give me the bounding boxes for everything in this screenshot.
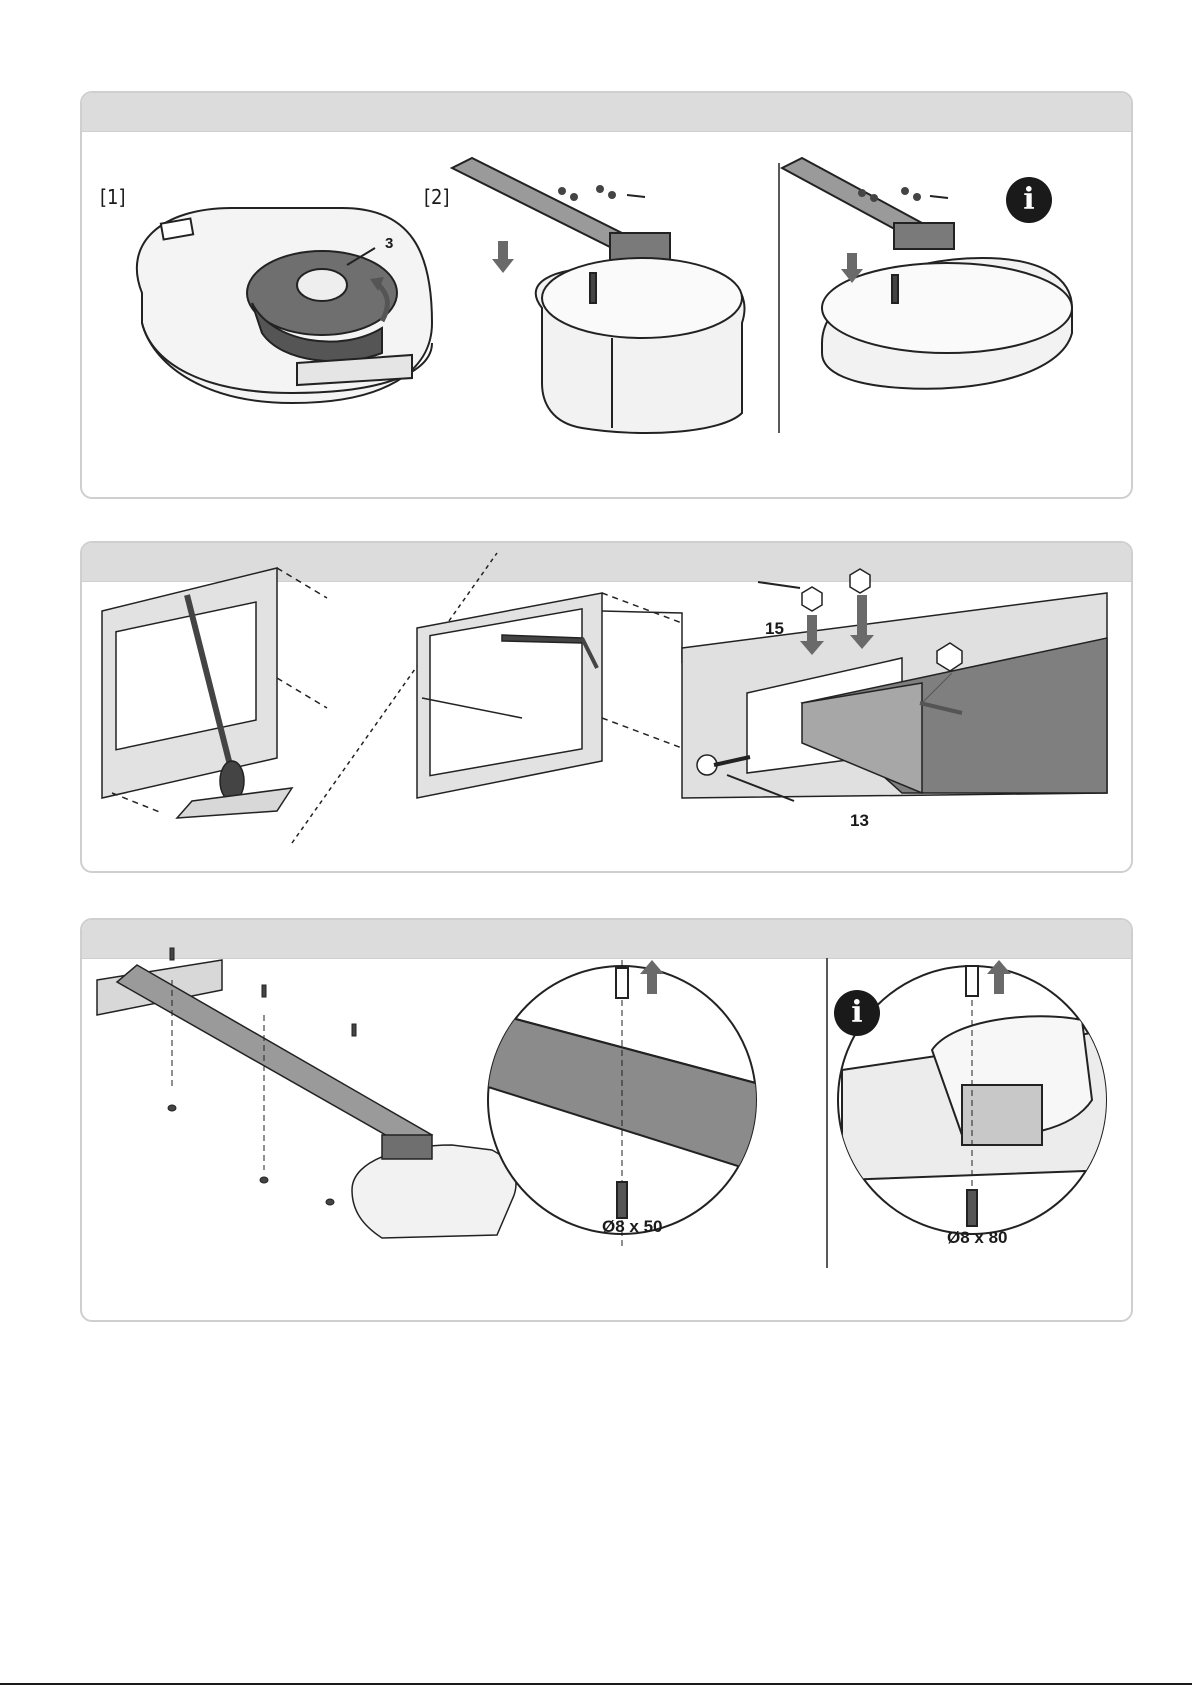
info-icon: i [834,990,880,1036]
panel-motor-rail-assembly: [1] [2] 3 i [80,91,1133,499]
door-bracket-illustration [82,543,1133,873]
motor-rail-illustration [82,93,1133,499]
info-icon: i [1006,177,1052,223]
screw-size-label-1: Ø8 x 50 [602,1217,663,1237]
screw-pointer-b [930,196,948,198]
garage-door-figure-b [417,593,682,798]
down-arrow-a [498,241,508,259]
panel-ceiling-fixing: i Ø8 x 50 Ø8 x 80 [80,918,1133,1322]
leader-15 [758,582,800,588]
arrow-down-1 [807,615,817,641]
callout-15: 15 [765,619,784,639]
arrow-up-1 [647,972,657,994]
step-label-2: [2] [424,185,450,209]
panel-door-and-bracket: 15 13 [80,541,1133,873]
callout-13: 13 [850,811,869,831]
detail-circle-1 [482,960,782,1250]
arrow-up-2 [994,972,1004,994]
bracket-figure [682,593,1107,798]
ceiling-fixing-illustration [82,920,1133,1322]
screw-size-label-2: Ø8 x 80 [947,1228,1008,1248]
down-arrow-b [847,253,857,269]
screw-pointer-a [627,195,645,197]
garage-door-figure-a [102,568,327,818]
rail-figure [97,960,516,1238]
screws-a [558,185,616,201]
callout-3: 3 [385,235,393,252]
rail-mount-figure-a [452,158,745,433]
step-label-1: [1] [100,185,126,209]
arrow-down-2 [857,595,867,635]
